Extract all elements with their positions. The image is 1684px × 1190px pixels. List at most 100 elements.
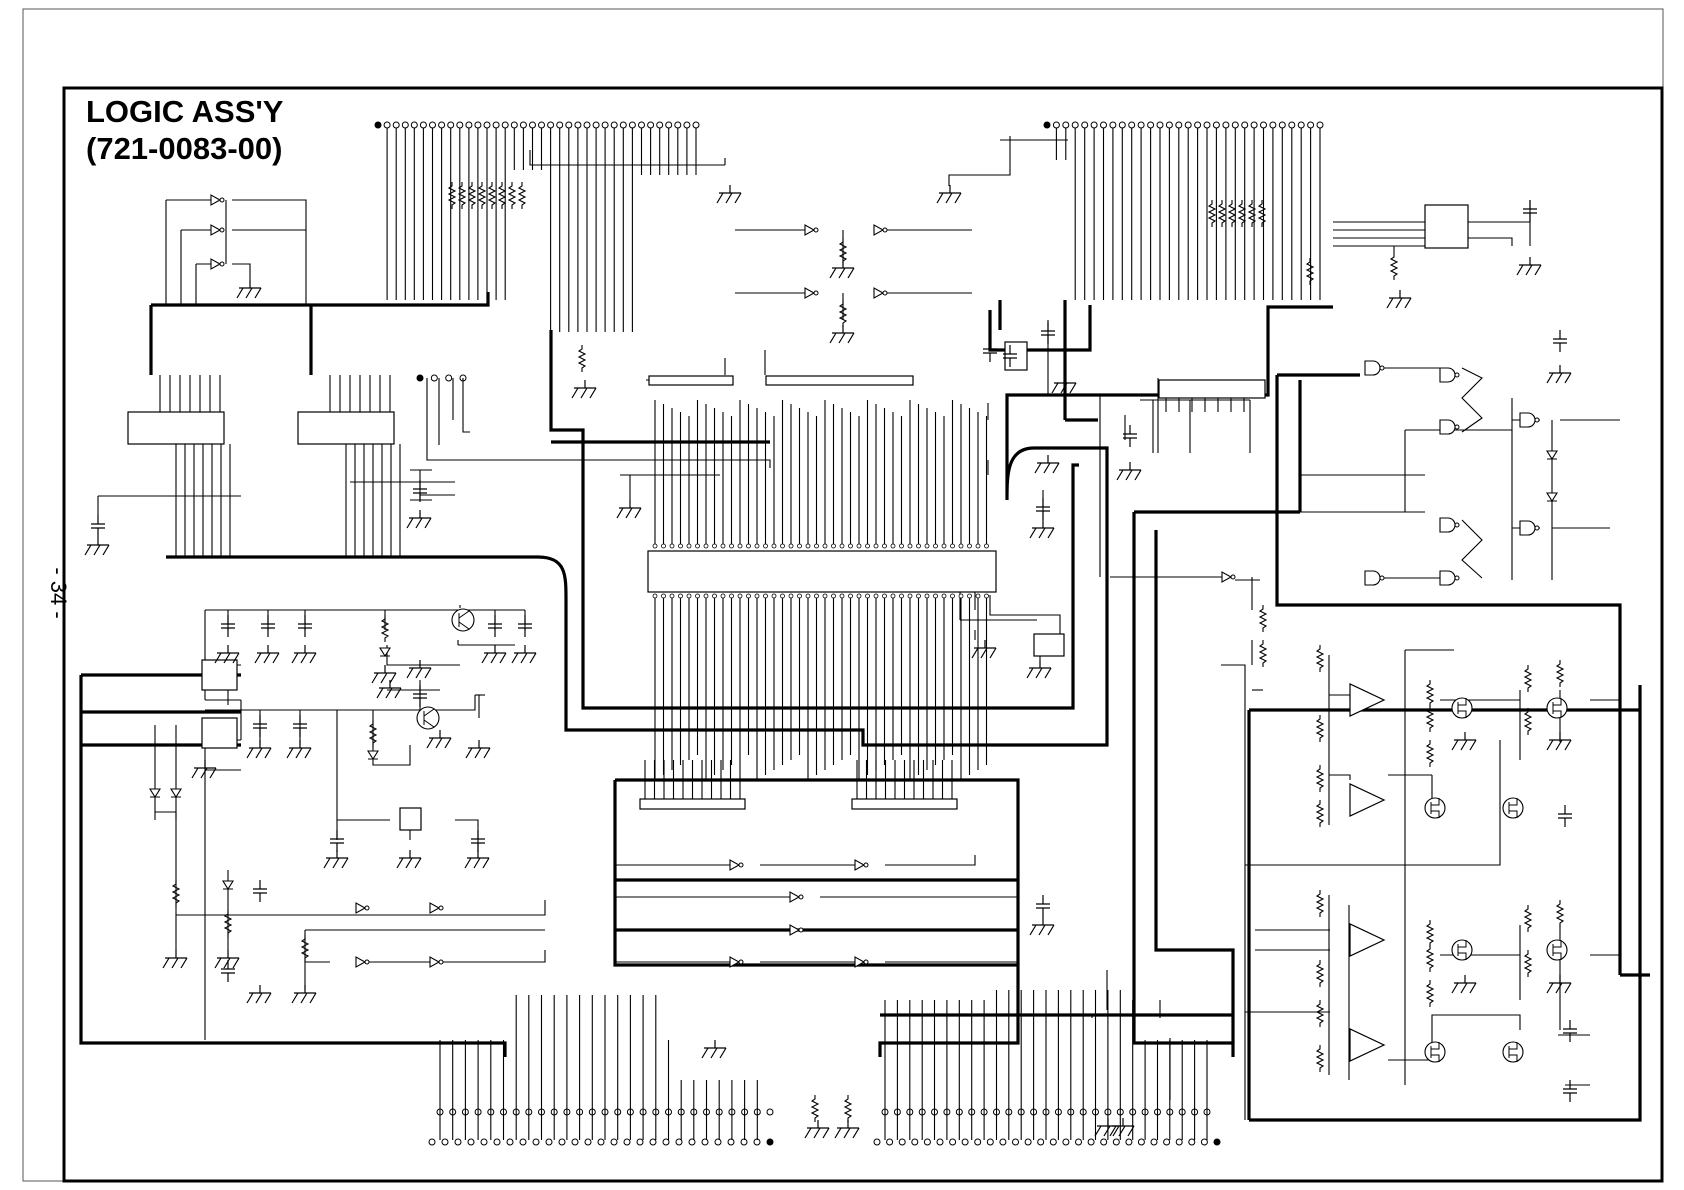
ground-icon	[372, 665, 396, 683]
connector-pin	[402, 122, 408, 128]
ground-icon	[1035, 455, 1059, 473]
ic-pin	[806, 594, 810, 598]
connector-pin	[548, 122, 554, 128]
resistor-icon	[1229, 200, 1235, 227]
ic-pin	[789, 594, 793, 598]
ic-pin	[755, 544, 759, 548]
connector-pin	[1119, 122, 1125, 128]
connector-pin	[466, 122, 472, 128]
ic-pin	[815, 594, 819, 598]
transistor-icon	[417, 707, 439, 729]
connector-pin	[637, 1139, 643, 1145]
diode-icon	[1547, 451, 1557, 459]
resistor-icon	[1317, 765, 1323, 792]
connector-pin	[1101, 1139, 1107, 1145]
connector-pin	[1013, 1139, 1019, 1145]
resistor-icon	[1260, 605, 1266, 632]
inverter-icon	[855, 860, 868, 870]
connector-pin	[648, 122, 654, 128]
connector-pin	[1289, 122, 1295, 128]
title-part-number: (721-0083-00)	[86, 133, 282, 164]
ground-icon	[85, 537, 109, 555]
ground-icon	[247, 985, 271, 1003]
connector-pin	[429, 1139, 435, 1145]
ic-pin	[917, 594, 921, 598]
ground-icon	[937, 185, 961, 203]
ground-icon	[1027, 660, 1051, 678]
resistor-icon	[1427, 740, 1433, 767]
connector-pin	[728, 1139, 734, 1145]
ic-pin	[976, 544, 980, 548]
connector-pin	[1223, 122, 1229, 128]
ic-pin	[925, 544, 929, 548]
connector-pin	[1053, 122, 1059, 128]
connector-pin	[484, 122, 490, 128]
connector-pin	[475, 122, 481, 128]
connector-pin	[1063, 122, 1069, 128]
connector-pin	[1157, 122, 1163, 128]
inverter-icon	[730, 860, 743, 870]
ic-pin	[908, 594, 912, 598]
ground-icon	[805, 1120, 829, 1138]
connector-pins-top-right	[1044, 122, 1323, 128]
connector-pin	[417, 375, 423, 381]
connector-pin	[741, 1139, 747, 1145]
connector-pin	[1189, 1139, 1195, 1145]
connector-pin	[411, 122, 417, 128]
resistor-icon	[812, 1095, 818, 1122]
ic-pin	[738, 594, 742, 598]
ground-icon	[512, 645, 536, 663]
connector-pin	[1213, 122, 1219, 128]
ic-pin	[704, 544, 708, 548]
ic-pin	[730, 544, 734, 548]
ic-pin	[832, 544, 836, 548]
transistor-icon	[1547, 698, 1567, 718]
connector-pin	[559, 1139, 565, 1145]
resistor-icon	[173, 880, 179, 907]
connector-pin	[446, 375, 452, 381]
ground-icon	[1547, 732, 1571, 750]
transistor-icon	[1452, 698, 1472, 718]
connector-pin	[1138, 1139, 1144, 1145]
connector-pin	[1270, 122, 1276, 128]
connector-pin	[593, 122, 599, 128]
ground-icon	[1517, 257, 1541, 275]
connector-pin	[430, 122, 436, 128]
connector-pin	[598, 1139, 604, 1145]
ground-icon	[1030, 520, 1054, 538]
inverter-icon	[874, 288, 887, 298]
connector-pin	[1044, 122, 1050, 128]
connector-pin	[1251, 122, 1257, 128]
ic-pin	[857, 544, 861, 548]
diode-icon	[171, 789, 181, 797]
connector-pin	[1164, 1139, 1170, 1145]
connector-pins-bottom-left	[429, 1109, 773, 1145]
connector-pin	[1110, 122, 1116, 128]
inverter-icon	[430, 903, 443, 913]
connector-pin	[1091, 122, 1097, 128]
ic-pin	[713, 594, 717, 598]
resistor-icon	[1317, 960, 1323, 987]
main-ic	[648, 551, 996, 592]
opamp-icon	[1350, 1029, 1384, 1061]
ic-pin	[934, 544, 938, 548]
capacitor-icon	[330, 830, 344, 852]
connector-pin	[493, 122, 499, 128]
connector-pin	[657, 122, 663, 128]
connector-pin	[533, 1139, 539, 1145]
resistor-icon	[1427, 945, 1433, 972]
resistor-icon	[1525, 665, 1531, 692]
ground-icon	[292, 645, 316, 663]
connector-pin	[962, 1139, 968, 1145]
resistor-icon	[1219, 200, 1225, 227]
ic-pin	[679, 594, 683, 598]
ic-pin	[925, 594, 929, 598]
ic-pin	[704, 594, 708, 598]
transistor-icon	[452, 609, 474, 631]
resistor-icon	[499, 182, 505, 209]
connector-pin	[431, 375, 437, 381]
resistor-icon	[1317, 890, 1323, 917]
ic-pin	[968, 594, 972, 598]
ic-pin	[747, 594, 751, 598]
connector-pin	[1038, 1139, 1044, 1145]
